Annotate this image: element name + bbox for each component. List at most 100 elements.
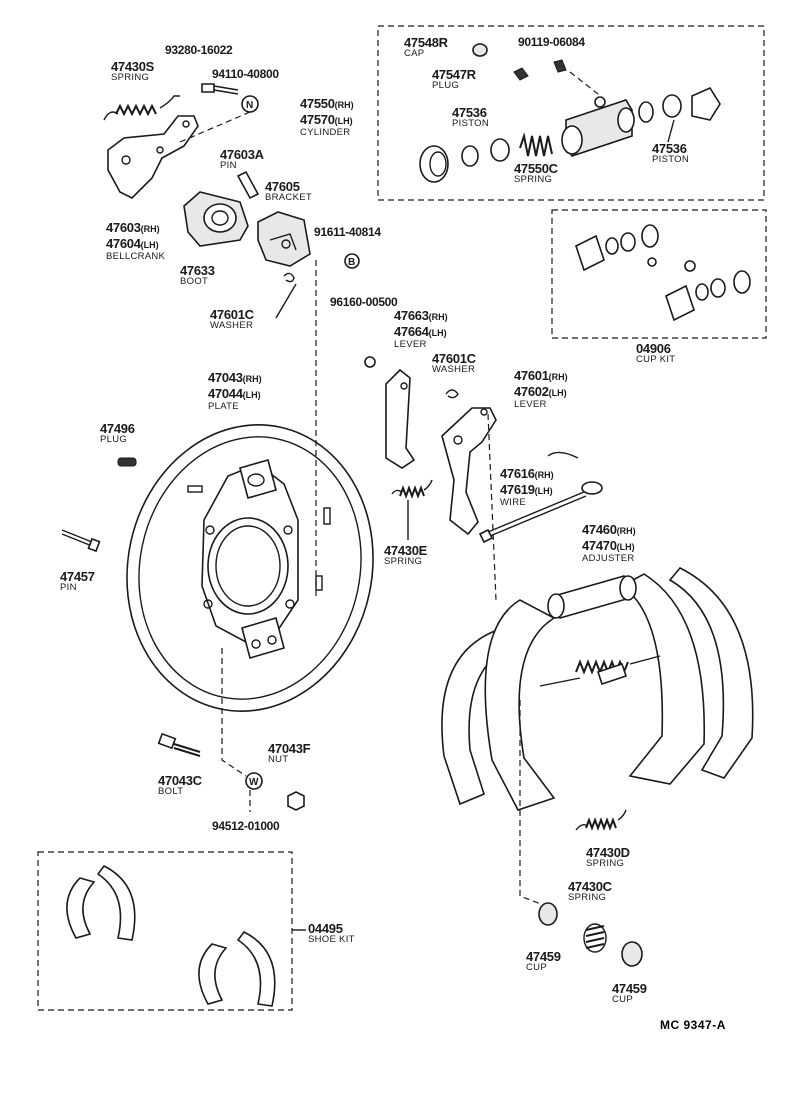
wire-47616: [478, 451, 603, 544]
wheel-cylinder: [561, 96, 635, 157]
part-number: 47570: [300, 112, 335, 127]
part-number: 47430E: [384, 543, 428, 558]
part-side: (RH): [548, 372, 568, 382]
bolt-47043c: [157, 732, 201, 757]
part-number: 47459: [612, 981, 647, 996]
part-number: 47603: [106, 220, 141, 235]
cup-kit-box: [551, 209, 767, 339]
part-number: 47605: [265, 179, 300, 194]
w-marker-text: W: [249, 777, 259, 788]
part-number: 47460: [582, 522, 617, 537]
label-47536-a: 47536 PISTON: [452, 106, 489, 129]
part-number: 47470: [582, 538, 617, 553]
part-name: BOLT: [158, 786, 184, 797]
part-number: 47616: [500, 466, 535, 481]
label-47430e: 47430E SPRING: [384, 544, 427, 567]
part-name: ADJUSTER: [582, 553, 635, 564]
label-91611-40814: 91611-40814: [314, 225, 381, 239]
label-47496: 47496 PLUG: [100, 422, 135, 445]
part-number: 47459: [526, 949, 561, 964]
part-number: 47550C: [514, 161, 558, 176]
cup-47459-a: [538, 902, 558, 926]
part-name: SPRING: [384, 556, 423, 567]
label-47550c: 47550C SPRING: [514, 162, 558, 185]
spring-47430e: [391, 479, 433, 499]
part-name: NUT: [268, 754, 289, 765]
part-number: 47496: [100, 421, 135, 436]
part-side: (RH): [534, 470, 554, 480]
label-47430s: 47430S SPRING: [111, 60, 154, 83]
part-side: (RH): [428, 312, 448, 322]
label-47547r: 47547R PLUG: [432, 68, 476, 91]
shoe-kit-box: [37, 851, 293, 1011]
label-47605: 47605 BRACKET: [265, 180, 312, 203]
cylinder-group-box: [377, 25, 765, 201]
adjuster-47460: [539, 575, 661, 687]
part-number: 47548R: [404, 35, 448, 50]
part-name: CUP: [612, 994, 633, 1005]
part-side: (RH): [140, 224, 160, 234]
part-side: (LH): [242, 390, 261, 400]
part-side: (RH): [242, 374, 262, 384]
label-94512-01000: 94512-01000: [212, 819, 280, 833]
cap-47548r: [472, 43, 488, 57]
lever-47663: [385, 368, 416, 469]
part-number: 47430S: [111, 59, 155, 74]
label-47460: 47460(RH) 47470(LH) ADJUSTER: [582, 522, 636, 564]
cup-kit-parts: [575, 224, 751, 322]
part-name: WIRE: [500, 497, 527, 508]
bolt-93280: [201, 83, 239, 95]
brake-shoe-left: [441, 599, 556, 811]
part-name: PIN: [60, 582, 77, 593]
nut-47043f: [287, 791, 305, 811]
label-47043f: 47043F NUT: [268, 741, 311, 765]
part-name: SPRING: [111, 72, 150, 83]
cup-47459-b: [621, 941, 643, 967]
label-47616: 47616(RH) 47619(LH) WIRE: [500, 466, 554, 508]
lever-47601: [441, 407, 497, 536]
label-47603: 47603(RH) 47604(LH) BELLCRANK: [106, 220, 165, 262]
part-name: WASHER: [432, 364, 476, 375]
part-number: 47603A: [220, 147, 264, 162]
part-number: 47043F: [268, 741, 311, 756]
label-47601c-top: 47601C WASHER: [210, 308, 254, 331]
part-number: 47604: [106, 236, 141, 251]
backing-plate-47043: [126, 424, 374, 712]
part-number: 47664: [394, 324, 429, 339]
spring-47430s: [103, 95, 180, 121]
piston-boot-left: [419, 145, 449, 183]
part-name: PISTON: [652, 154, 689, 165]
label-47043: 47043(RH) 47044(LH) PLATE: [208, 370, 262, 412]
part-number: 47601C: [432, 351, 476, 366]
label-47550: 47550(RH) 47570(LH) CYLINDER: [300, 96, 354, 138]
part-number: 47536: [452, 105, 487, 120]
brake-shoe-right: [620, 567, 754, 785]
piston-right: [638, 86, 721, 123]
part-number: 47430D: [586, 845, 630, 860]
part-side: (RH): [334, 100, 354, 110]
part-number: 47601: [514, 368, 549, 383]
part-number: 47601C: [210, 307, 254, 322]
plug-47496: [117, 457, 137, 467]
part-side: (LH): [548, 388, 567, 398]
boot-47633: [183, 191, 249, 247]
spring-47430c: [583, 923, 607, 953]
part-name: WASHER: [210, 320, 254, 331]
part-name: SHOE KIT: [308, 934, 355, 945]
part-number: 47043: [208, 370, 243, 385]
part-number: 04906: [636, 341, 671, 356]
part-name: PIN: [220, 160, 237, 171]
label-04495: 04495 SHOE KIT: [308, 922, 355, 945]
bolt-90119: [553, 59, 567, 73]
part-name: PLATE: [208, 401, 239, 412]
part-number: 47619: [500, 482, 535, 497]
label-47601: 47601(RH) 47602(LH) LEVER: [514, 368, 568, 410]
label-47536-b: 47536 PISTON: [652, 142, 689, 165]
part-number: 47457: [60, 569, 95, 584]
part-side: (LH): [428, 328, 447, 338]
part-side: (LH): [334, 116, 353, 126]
b-marker-text: B: [348, 257, 355, 268]
label-94110-40800: 94110-40800: [212, 67, 279, 81]
label-47043c: 47043C BOLT: [158, 774, 202, 797]
